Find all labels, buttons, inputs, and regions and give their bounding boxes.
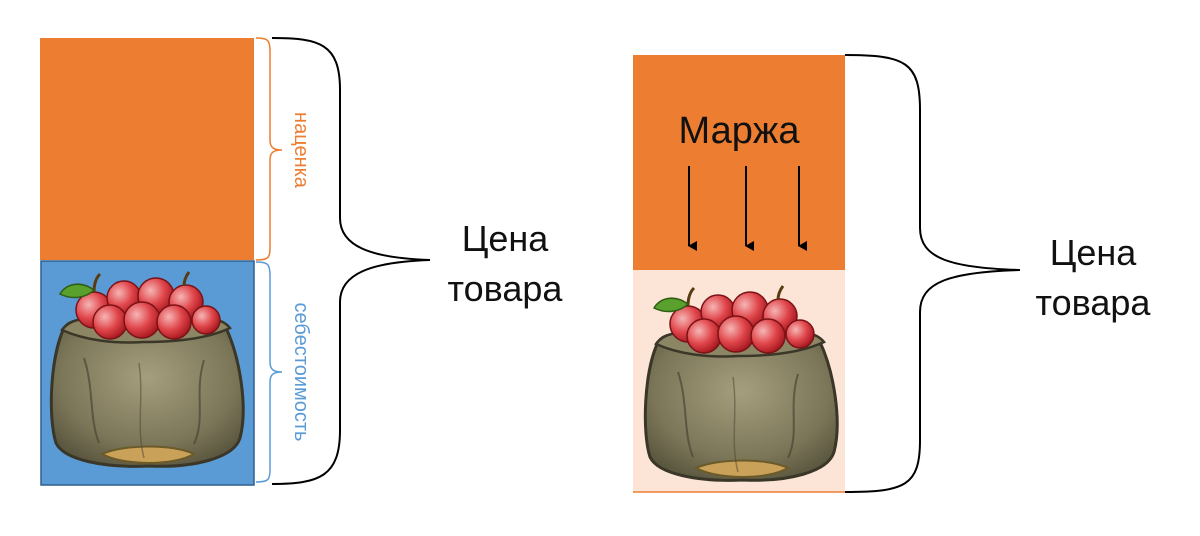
markup-brace: [255, 37, 283, 261]
cost-brace: [255, 261, 283, 483]
price-label-right: Цена товара: [1018, 228, 1168, 328]
markup-block: [40, 38, 254, 260]
price-brace-left: [271, 37, 431, 485]
price-line1: Цена: [461, 218, 549, 259]
markup-label: наценка: [290, 112, 312, 188]
price-label-left: Цена товара: [430, 214, 580, 314]
price-line2: товара: [447, 268, 563, 309]
price-line2: товара: [1035, 282, 1151, 323]
margin-label: Маржа: [678, 110, 800, 152]
margin-block: [633, 55, 845, 270]
cost-label: себестоимость: [290, 302, 312, 442]
price-line1: Цена: [1049, 232, 1137, 273]
price-brace-right: [844, 54, 1021, 493]
